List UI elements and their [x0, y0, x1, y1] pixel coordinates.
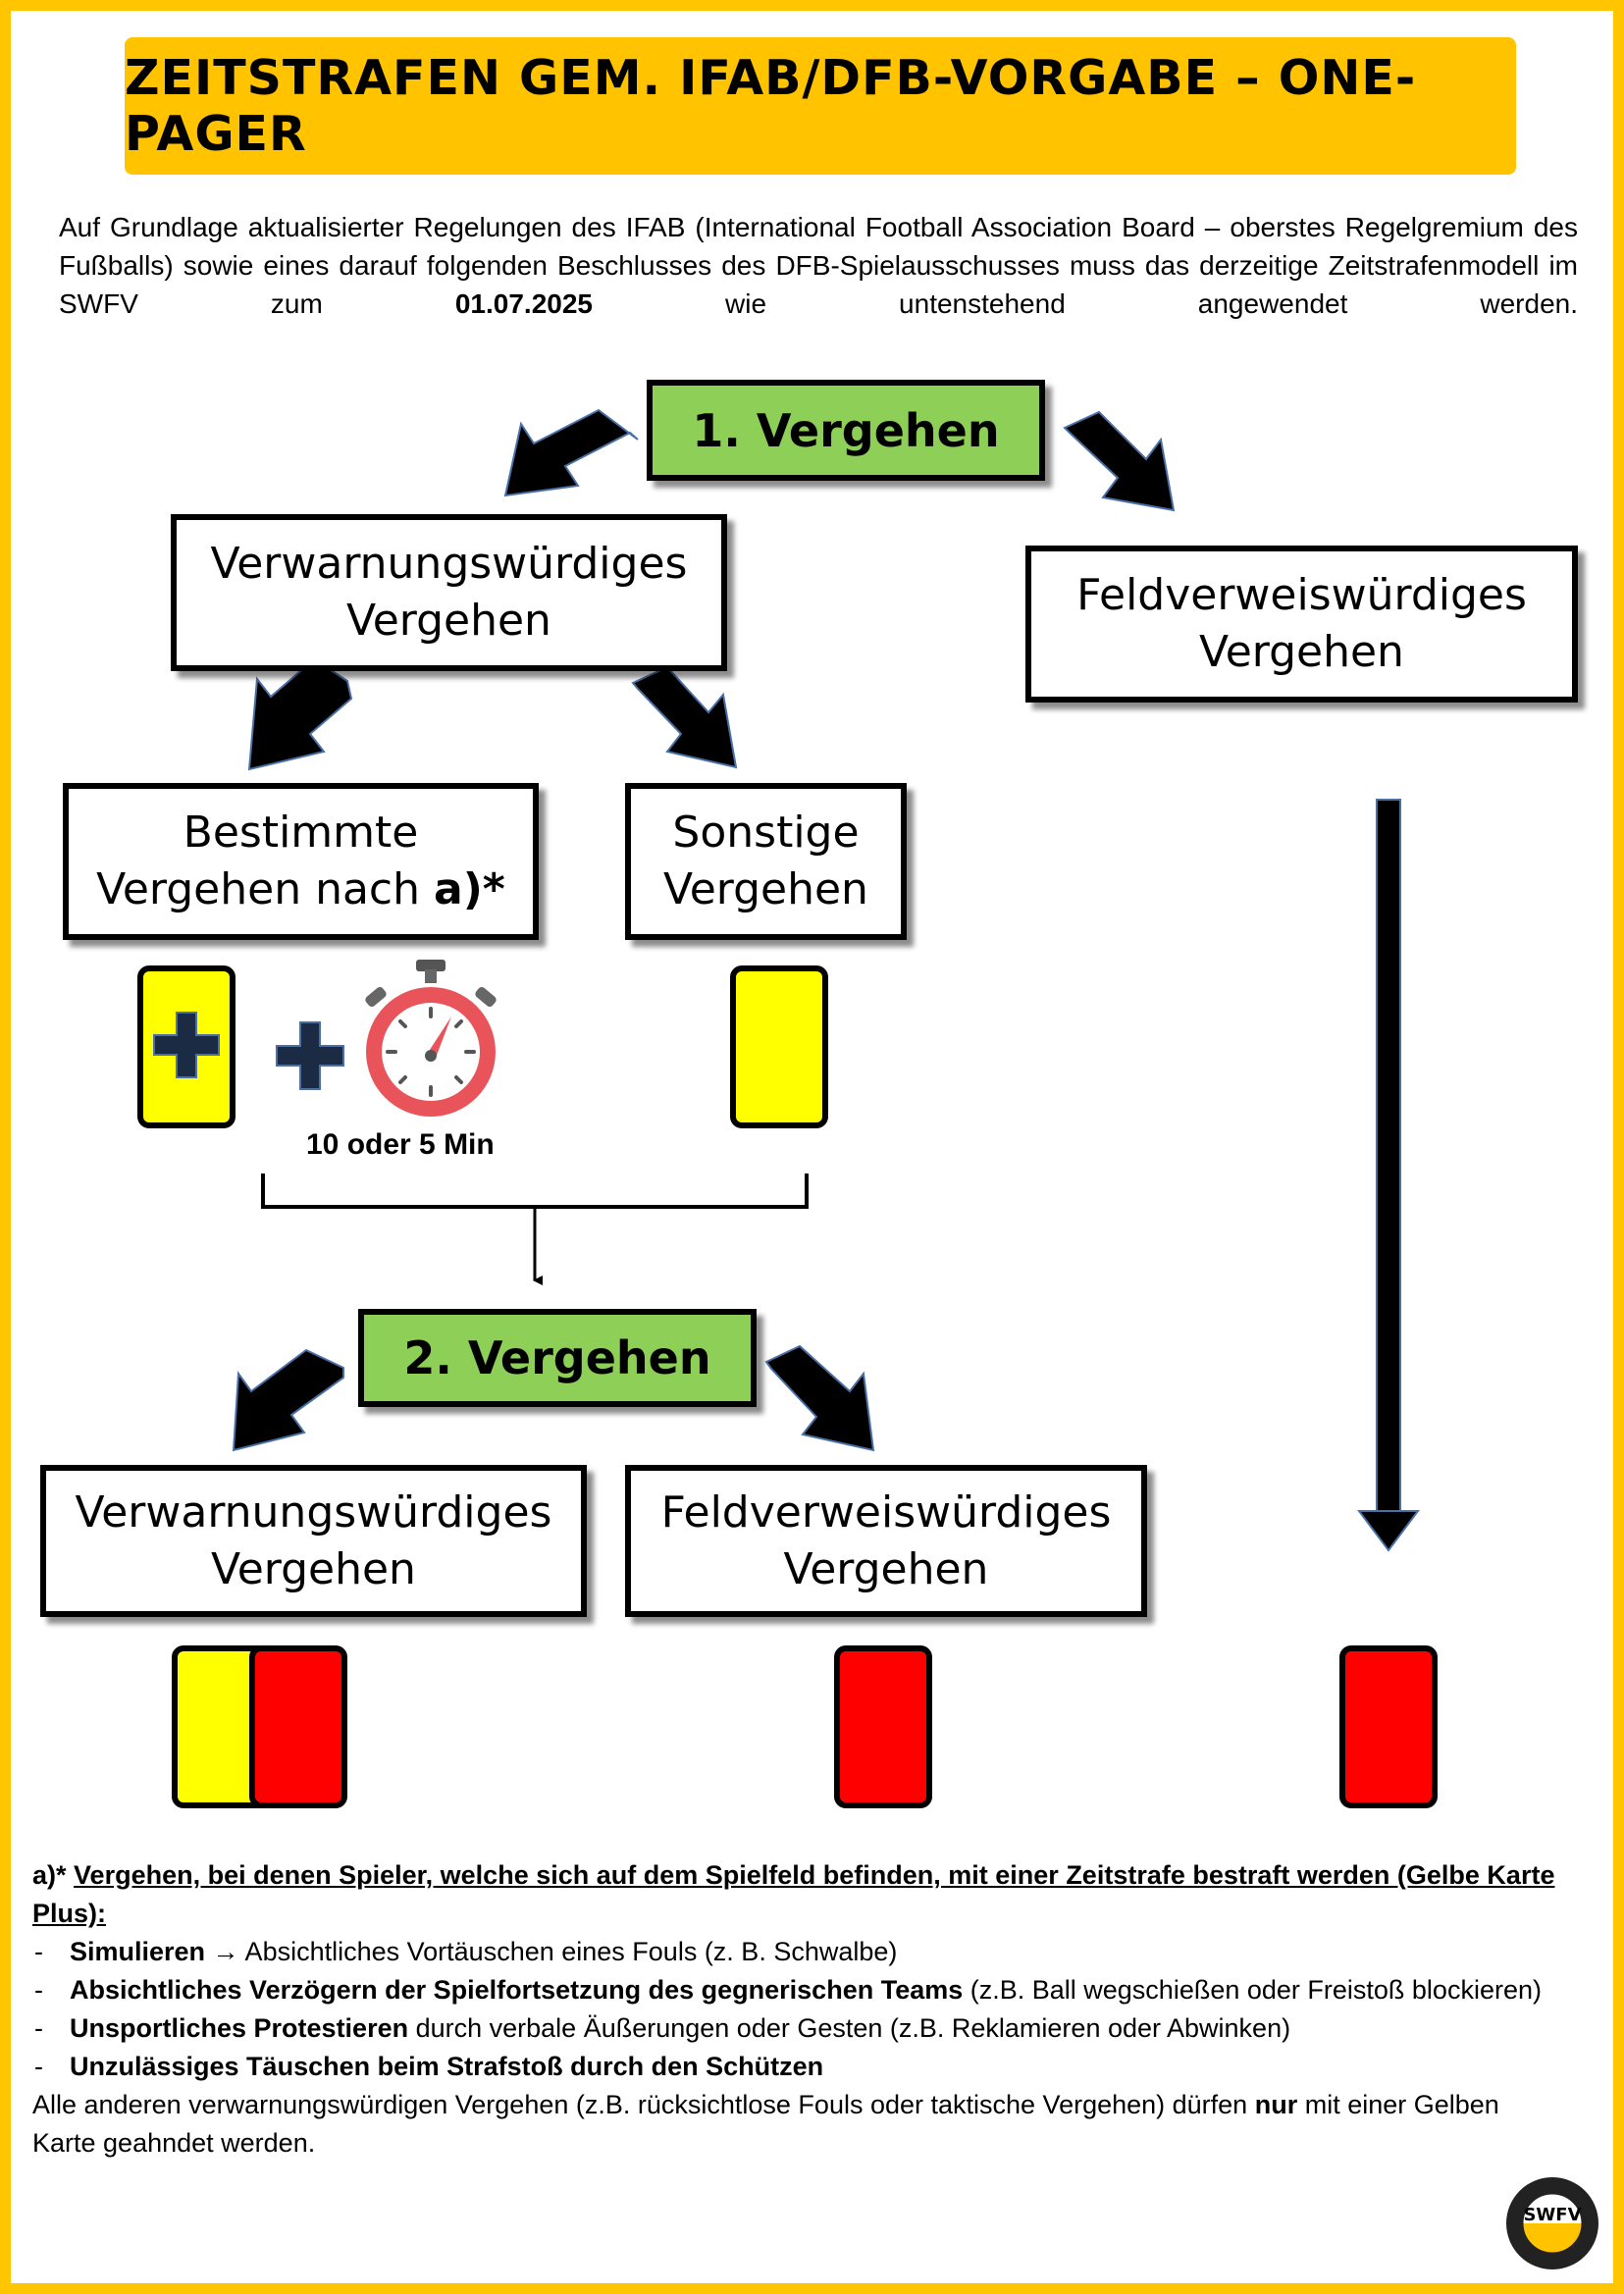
intro-text-end: wie untenstehend angewendet werden.	[592, 288, 1579, 319]
title-banner: ZEITSTRAFEN GEM. IFAB/DFB-VORGABE – ONE-…	[125, 37, 1516, 175]
closing-note-text: Alle anderen verwarnungswürdigen Vergehe…	[32, 2090, 1255, 2119]
time-penalty-caption: 10 oder 5 Min	[306, 1128, 495, 1161]
list-item: Simulieren → Absichtliches Vortäuschen e…	[32, 1933, 1563, 1971]
other-offense-box: Sonstige Vergehen	[625, 783, 907, 940]
list-item: Absichtliches Verzögern der Spielfortset…	[32, 1971, 1563, 2009]
red-card-icon	[1339, 1645, 1438, 1808]
other-offense-line2: Vergehen	[663, 864, 868, 914]
list-item-text: → Absichtliches Vortäuschen eines Fouls …	[205, 1937, 898, 1966]
plus-icon	[153, 1012, 220, 1078]
red-card-icon	[249, 1645, 347, 1808]
closing-note-emphasis: nur	[1254, 2090, 1298, 2119]
sendoff-offense-line2: Vergehen	[1199, 627, 1404, 677]
intro-text: Auf Grundlage aktualisierter Regelungen …	[59, 212, 1578, 319]
arrow-icon	[503, 408, 639, 497]
arrow-icon	[631, 665, 738, 769]
logo-text: SWFV	[1523, 2205, 1581, 2225]
step1-label: 1. Vergehen	[692, 403, 1000, 457]
warning-offense-2-line2: Vergehen	[211, 1543, 416, 1594]
footnote: a)* Vergehen, bei denen Spieler, welche …	[32, 1856, 1563, 2163]
specific-offense-line2-wrap: Vergehen nach a)*	[96, 861, 505, 918]
red-card-icon	[834, 1645, 932, 1808]
arrow-icon	[247, 657, 353, 771]
list-item-text: durch verbale Äußerungen oder Gesten (z.…	[408, 2013, 1291, 2043]
step2-label: 2. Vergehen	[403, 1331, 711, 1384]
warning-offense-line2: Vergehen	[346, 596, 551, 646]
arrow-icon	[1357, 799, 1420, 1552]
specific-offense-box: Bestimmte Vergehen nach a)*	[63, 783, 539, 940]
warning-offense-line1: Verwarnungswürdiges	[210, 539, 688, 589]
specific-offense-line2: Vergehen nach	[96, 864, 434, 914]
yellow-card-plus-icon	[137, 965, 236, 1128]
plus-icon	[276, 1021, 344, 1090]
arrow-icon	[764, 1344, 875, 1452]
list-item-bold: Unzulässiges Täuschen beim Strafstoß dur…	[70, 2052, 824, 2081]
specific-offense-line1: Bestimmte	[183, 808, 419, 858]
arrow-icon	[232, 1348, 344, 1452]
sendoff-offense-2-box: Feldverweiswürdiges Vergehen	[625, 1465, 1147, 1617]
page-title: ZEITSTRAFEN GEM. IFAB/DFB-VORGABE – ONE-…	[125, 50, 1417, 162]
list-item-bold: Unsportliches Protestieren	[70, 2013, 409, 2043]
intro-paragraph: Auf Grundlage aktualisierter Regelungen …	[59, 208, 1578, 323]
footnote-heading-text: Vergehen, bei denen Spieler, welche sich…	[32, 1860, 1555, 1928]
list-item-bold: Simulieren	[70, 1937, 206, 1966]
closing-note: Alle anderen verwarnungswürdigen Vergehe…	[32, 2086, 1563, 2163]
arrow-icon	[1063, 410, 1176, 512]
closing-note-end: mit einer Gelben Karte geahndet werden.	[32, 2090, 1499, 2158]
warning-offense-2-line1: Verwarnungswürdiges	[75, 1486, 552, 1538]
sendoff-offense-2-line1: Feldverweiswürdiges	[660, 1486, 1112, 1538]
list-item: Unzulässiges Täuschen beim Strafstoß dur…	[32, 2048, 1563, 2086]
sendoff-offense-line1: Feldverweiswürdiges	[1076, 570, 1527, 620]
list-item-text: (z.B. Ball wegschießen oder Freistoß blo…	[963, 1975, 1542, 2005]
effective-date: 01.07.2025	[454, 288, 593, 319]
offense-list: Simulieren → Absichtliches Vortäuschen e…	[32, 1933, 1563, 2086]
footnote-reference: a)*	[434, 864, 505, 914]
step1-box: 1. Vergehen	[647, 380, 1045, 481]
sendoff-offense-box: Feldverweiswürdiges Vergehen	[1025, 546, 1578, 703]
yellow-card-icon	[730, 965, 828, 1128]
list-item: Unsportliches Protestieren durch verbale…	[32, 2009, 1563, 2048]
footnote-marker: a)*	[32, 1860, 67, 1890]
warning-offense-2-box: Verwarnungswürdiges Vergehen	[40, 1465, 587, 1617]
sendoff-offense-2-line2: Vergehen	[783, 1543, 989, 1594]
list-item-bold: Absichtliches Verzögern der Spielfortset…	[70, 1975, 964, 2005]
bracket-connector	[261, 1173, 809, 1285]
logo-icon: SWFV	[1506, 2177, 1598, 2269]
warning-offense-box: Verwarnungswürdiges Vergehen	[171, 514, 727, 671]
step2-box: 2. Vergehen	[358, 1309, 757, 1407]
footnote-heading: a)* Vergehen, bei denen Spieler, welche …	[32, 1856, 1563, 1933]
stopwatch-icon	[365, 960, 497, 1117]
other-offense-line1: Sonstige	[672, 808, 860, 858]
